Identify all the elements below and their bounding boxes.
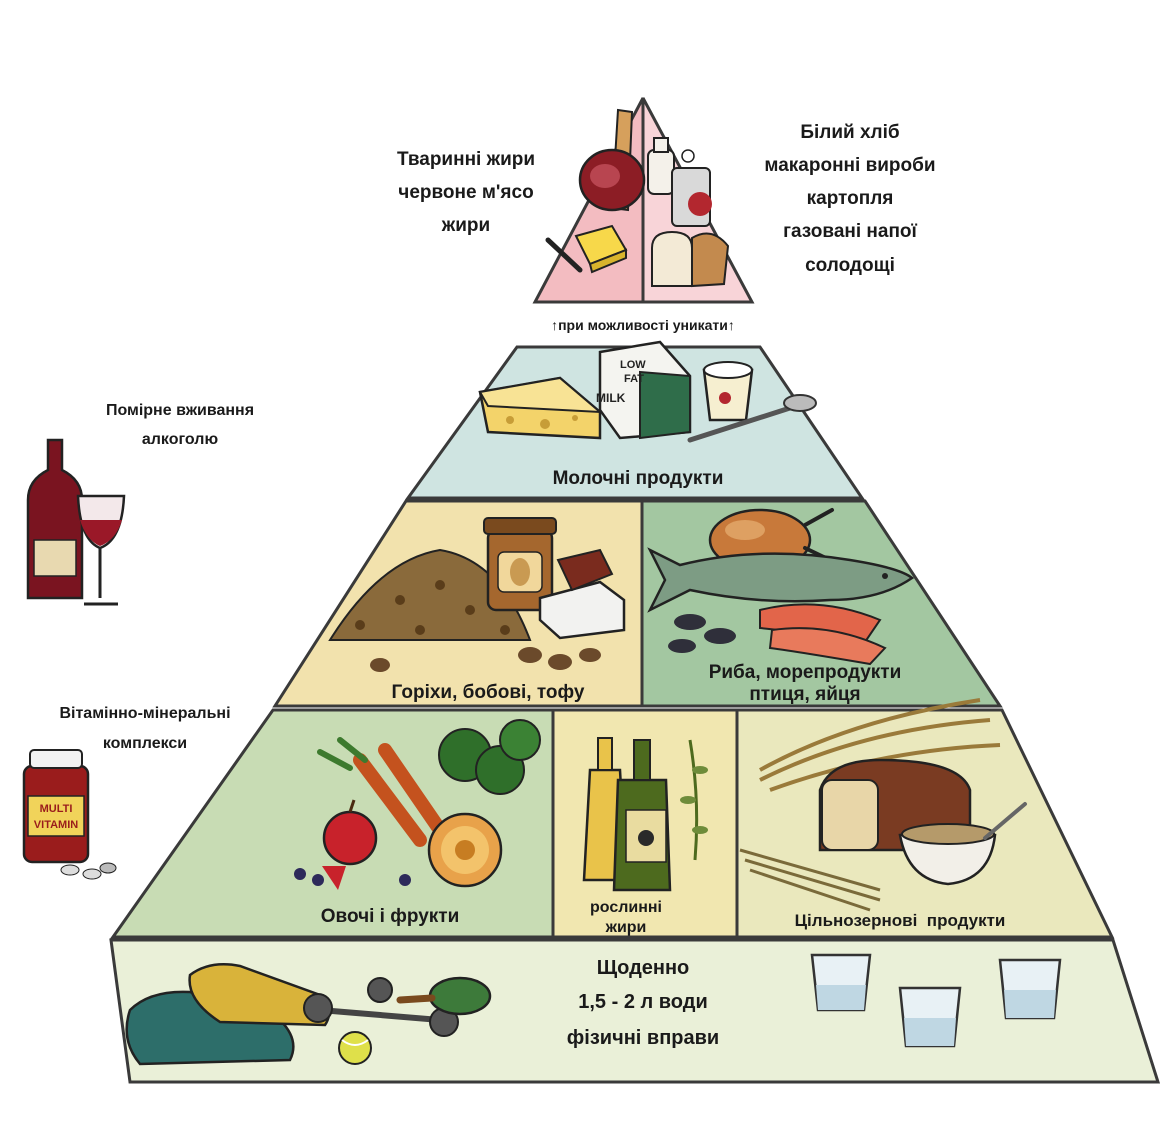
water-glass-icon xyxy=(898,986,962,1048)
milk-carton-icon: LOW FAT MILK xyxy=(596,340,692,440)
alcohol-label-line-2: алкоголю xyxy=(142,431,219,448)
water-glass-icon xyxy=(810,953,872,1012)
meat-icon xyxy=(578,108,646,212)
alcohol-label-line-1: Помірне вживання xyxy=(106,402,254,419)
mussels-icon xyxy=(668,614,736,653)
top-right-label-line-1: Білий хліб xyxy=(800,122,899,143)
wine-glass-icon xyxy=(76,494,126,606)
grains-tier-label: Цільнозернові продукти xyxy=(795,911,1006,930)
butter-icon xyxy=(545,224,628,274)
milk-carton-text-fat: FAT xyxy=(624,373,644,385)
nuts-tier-label: Горіхи, бобові, тофу xyxy=(392,682,585,703)
top-right-label-line-2: макаронні вироби xyxy=(764,155,935,176)
olive-branch-icon xyxy=(680,739,708,861)
dairy-tier-label: Молочні продукти xyxy=(553,468,724,489)
peanut-butter-jar-icon xyxy=(483,517,557,612)
oils-tier-label-line-2: жири xyxy=(605,919,647,936)
melon-icon xyxy=(427,812,503,888)
fish-tier-label-line-1: Риба, морепродукти xyxy=(709,662,902,683)
vitamin-bottle-icon: MULTI VITAMIN xyxy=(22,749,117,880)
wheat-icon xyxy=(759,698,1001,792)
sneakers-icon xyxy=(125,963,331,1066)
vitamin-bottle-text-1: MULTI xyxy=(40,803,73,815)
porridge-bowl-icon xyxy=(898,802,1027,886)
base-label-line-3: фізичні вправи xyxy=(567,1027,719,1049)
racket-icon xyxy=(396,976,492,1016)
milk-carton-text-low: LOW xyxy=(620,359,646,371)
vitamin-bottle-text-2: VITAMIN xyxy=(34,819,78,831)
base-label-line-1: Щоденно xyxy=(597,957,690,979)
carrots-icon xyxy=(317,737,447,847)
olive-oil-bottle-icon xyxy=(612,739,672,892)
tennis-ball-icon xyxy=(338,1031,372,1065)
top-right-label-line-3: картопля xyxy=(807,188,894,209)
avoid-caption: ↑при можливості уникати↑ xyxy=(551,317,735,333)
vitamins-label-line-2: комплекси xyxy=(103,735,187,752)
top-right-label-line-4: газовані напої xyxy=(783,221,917,242)
pasta-sticks-icon xyxy=(739,848,881,912)
dumbbell-icon xyxy=(303,977,459,1037)
berries-icon xyxy=(294,866,411,890)
apple-icon xyxy=(322,799,378,866)
top-right-label-line-5: солодощі xyxy=(805,255,895,276)
fish-icon xyxy=(647,547,915,613)
wine-bottle-icon xyxy=(26,438,84,600)
broccoli-icon xyxy=(438,719,541,795)
milk-carton-text-milk: MILK xyxy=(596,391,626,405)
yogurt-cup-icon xyxy=(702,361,754,422)
top-left-label-line-2: червоне м'ясо xyxy=(398,182,533,203)
fish-tier-label-line-2: птиця, яйця xyxy=(749,684,860,705)
vegetables-tier-label: Овочі і фрукти xyxy=(321,906,460,927)
oils-tier-label-line-1: рослинні xyxy=(590,899,662,916)
tier-base-panel xyxy=(109,938,1161,1084)
base-label-line-2: 1,5 - 2 л води xyxy=(578,991,708,1013)
salmon-fillet-icon xyxy=(759,603,887,666)
tofu-icon xyxy=(538,548,626,640)
vitamins-label-line-1: Вітамінно-мінеральні xyxy=(59,705,230,722)
top-left-label-line-3: жири xyxy=(441,215,490,236)
top-left-label-line-1: Тваринні жири xyxy=(397,149,535,170)
cheese-icon xyxy=(478,376,603,440)
beans-icon xyxy=(370,647,601,672)
water-glass-icon xyxy=(998,958,1062,1020)
soda-can-icon xyxy=(671,149,712,227)
bread-icon xyxy=(651,230,730,288)
spoon-icon xyxy=(687,394,817,443)
